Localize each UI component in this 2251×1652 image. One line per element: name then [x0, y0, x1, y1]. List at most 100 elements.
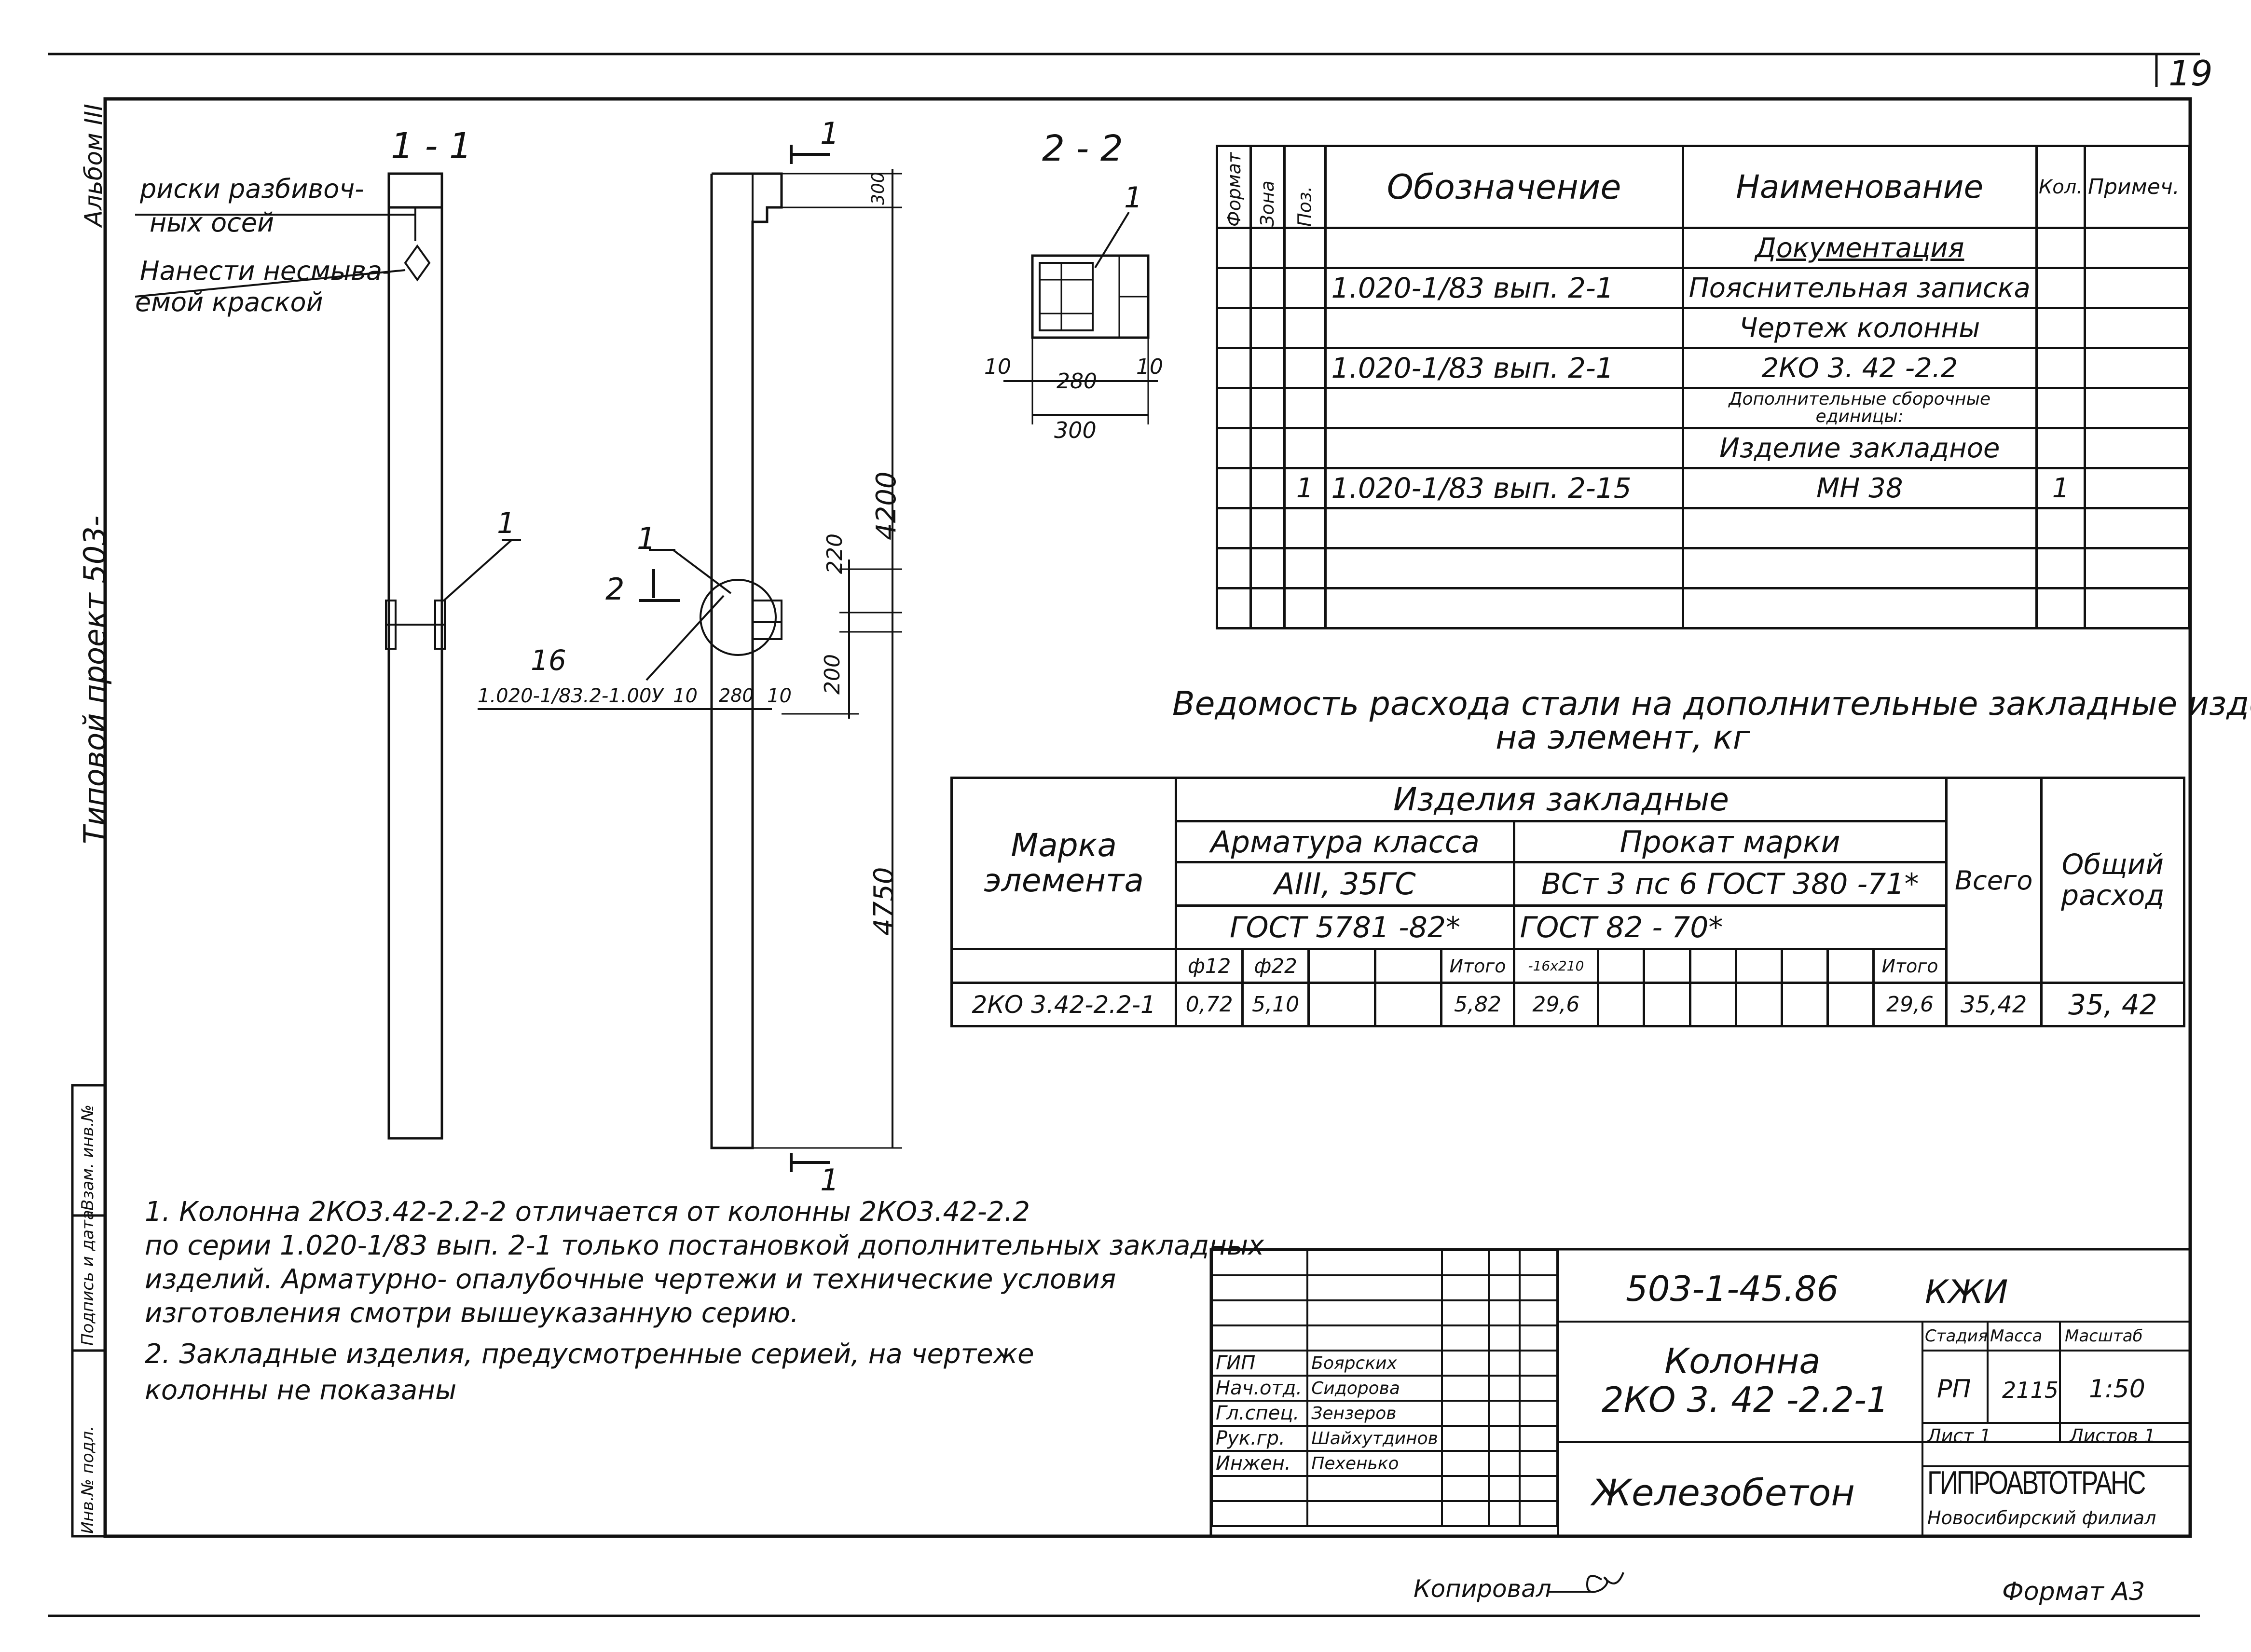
steel-plate: 29,6: [1512, 982, 1600, 1027]
note-paint-2: емой краской: [135, 287, 323, 317]
section-2-2-title: 2 - 2: [1042, 128, 1123, 169]
spec-cell-pos: [1283, 427, 1327, 469]
hdr-name: Наименование: [1681, 145, 2038, 229]
steel-itogo: 5,82: [1440, 982, 1515, 1027]
table-row: [1210, 1249, 1558, 1276]
table-row: [1210, 1299, 1558, 1326]
spec-cell-designation: [1324, 307, 1684, 349]
sheet-number: 19: [2169, 53, 2213, 94]
signer-name: Зензеров: [1306, 1400, 1443, 1427]
sheets-total: Листов 1: [2070, 1425, 2156, 1447]
signer-role: Инжен.: [1210, 1450, 1309, 1477]
spec-cell-qty: [2035, 227, 2086, 269]
table-row: Изделие закладное: [1216, 427, 2191, 469]
org-branch: Новосибирский филиал: [1927, 1507, 2156, 1529]
table-row: [1210, 1274, 1558, 1301]
hdr-note: Примеч.: [2083, 145, 2191, 229]
sec2-dim-10a: 10: [984, 355, 1011, 379]
table-row: [1216, 587, 2191, 629]
spec-cell-qty: [2035, 547, 2086, 589]
h-stage: Стадия: [1925, 1326, 1988, 1346]
steel-sub-itogo: Итого: [1440, 948, 1515, 984]
steel-h-total: Всего: [1945, 777, 2043, 984]
table-row: Документация: [1216, 227, 2191, 269]
spec-cell-designation: [1324, 507, 1684, 549]
steel-overall: 35, 42: [2040, 982, 2186, 1027]
copied-label: Копировал: [1414, 1575, 1551, 1603]
table-row: Гл.спец.Зензеров: [1210, 1400, 1558, 1427]
steel-sub-d22: ф22: [1241, 948, 1310, 984]
spec-cell-designation: 1.020-1/83 вып. 2-1: [1324, 267, 1684, 309]
spec-cell-name: [1681, 507, 2038, 549]
dim-10b: 10: [767, 685, 792, 707]
spec-cell-qty: [2035, 347, 2086, 389]
hdr-qty: Кол.: [2035, 145, 2086, 229]
spec-cell-qty: [2035, 587, 2086, 629]
spec-cell-name: Пояснительная записка: [1681, 267, 2038, 309]
format-label: Формат А3: [2002, 1577, 2145, 1606]
h-mass: Масса: [1990, 1326, 2043, 1346]
steel-h-rolled-gost: ГОСТ 82 - 70*: [1512, 904, 1948, 950]
h-scale: Масштаб: [2065, 1326, 2143, 1346]
spec-cell-pos: [1283, 307, 1327, 349]
steel-h-rolled: Прокат марки: [1512, 820, 1948, 863]
signer-name: Сидорова: [1306, 1375, 1443, 1402]
drawing-frame: [103, 97, 2192, 1538]
doc-code: 503-1-45.86: [1626, 1269, 1839, 1309]
spec-cell-qty: [2035, 427, 2086, 469]
spec-cell-name: Изделие закладное: [1681, 427, 2038, 469]
ref-label: 1.020-1/83.2-1.00У: [478, 685, 663, 707]
note-line: изделий. Арматурно- опалубочные чертежи …: [145, 1264, 1116, 1295]
section-1-1-title: 1 - 1: [391, 125, 472, 167]
cut-2-mark: 2: [605, 572, 625, 607]
steel-title-1: Ведомость расхода стали на дополнительны…: [1172, 685, 2251, 723]
signer-name: Пехенько: [1306, 1450, 1443, 1477]
note-axes-2: ных осей: [150, 207, 275, 238]
note-line: колонны не показаны: [145, 1375, 457, 1406]
note-line: изготовления смотри вышеуказанную серию.: [145, 1297, 799, 1329]
callout-16: 16: [531, 644, 566, 677]
note-axes-1: риски разбивоч-: [140, 174, 364, 204]
object-mark: 2КО 3. 42 -2.2-1: [1602, 1379, 1889, 1420]
note-line: по серии 1.020-1/83 вып. 2-1 только пост…: [145, 1230, 1264, 1261]
table-row: [1210, 1324, 1558, 1352]
title-block-frame: [1209, 1248, 2192, 1538]
spec-cell-designation: 1.020-1/83 вып. 2-1: [1324, 347, 1684, 389]
mass: 2115: [2002, 1377, 2059, 1403]
steel-title-2: на элемент, кг: [1496, 719, 1750, 757]
signer-role: Рук.гр.: [1210, 1425, 1309, 1452]
spec-cell-pos: [1283, 587, 1327, 629]
steel-h-items: Изделия закладные: [1175, 777, 1948, 822]
spec-cell-name: [1681, 547, 2038, 589]
table-row: Инжен.Пехенько: [1210, 1450, 1558, 1477]
spec-cell-name: Дополнительные сборочные единицы:: [1681, 387, 2038, 429]
spec-cell-pos: 1: [1283, 467, 1327, 509]
spec-cell-pos: [1283, 387, 1327, 429]
column-1-1-outline: [387, 172, 443, 1140]
signer-role: Нач.отд.: [1210, 1375, 1309, 1402]
spec-cell-name: Документация: [1681, 227, 2038, 269]
steel-h-mark: Марка элемента: [950, 777, 1178, 950]
note-line: 1. Колонна 2КО3.42-2.2-2 отличается от к…: [145, 1196, 1030, 1228]
table-row: [1216, 547, 2191, 589]
spec-cell-qty: 1: [2035, 467, 2086, 509]
steel-table: Марка элемента Изделия закладные Всего О…: [950, 777, 2186, 1027]
dim-10a: 10: [673, 685, 698, 707]
steel-h-rolled-class: ВСт 3 пс 6 ГОСТ 380 -71*: [1512, 861, 1948, 907]
doc-code-suffix: КЖИ: [1925, 1273, 2008, 1311]
spec-cell-name: Чертеж колонны: [1681, 307, 2038, 349]
dim-280: 280: [719, 685, 754, 706]
spec-cell-designation: [1324, 427, 1684, 469]
stage: РП: [1937, 1375, 1971, 1404]
table-row: Нач.отд.Сидорова: [1210, 1375, 1558, 1402]
signer-name: Шайхутдинов: [1306, 1425, 1443, 1452]
spec-cell-designation: 1.020-1/83 вып. 2-15: [1324, 467, 1684, 509]
paint-mark-diamond: [404, 244, 431, 282]
spec-cell-pos: [1283, 507, 1327, 549]
